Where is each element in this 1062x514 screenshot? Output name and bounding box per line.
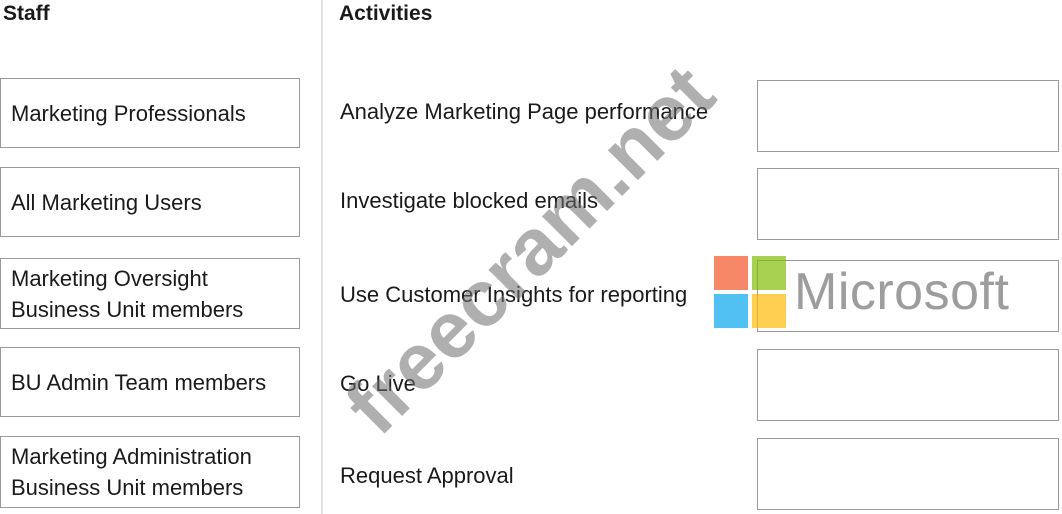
staff-option[interactable]: Marketing Oversight Business Unit member… <box>0 258 300 329</box>
staff-option-label: All Marketing Users <box>11 189 202 215</box>
activities-header: Activities <box>339 2 433 25</box>
microsoft-logo-grid-icon <box>714 256 786 328</box>
activity-label: Analyze Marketing Page performance <box>340 99 709 124</box>
answer-slot[interactable] <box>757 349 1059 421</box>
logo-square-yellow <box>752 294 786 328</box>
logo-square-red <box>714 256 748 290</box>
staff-header: Staff <box>3 2 50 25</box>
answer-slot[interactable] <box>757 168 1059 240</box>
activity-label: Use Customer Insights for reporting <box>340 282 688 307</box>
answer-slot[interactable] <box>757 260 1059 332</box>
staff-option-label: Marketing Professionals <box>11 100 246 126</box>
answer-slot[interactable] <box>757 438 1059 510</box>
activity-label: Request Approval <box>340 463 514 488</box>
activity-label: Go Live <box>340 371 416 396</box>
staff-option[interactable]: All Marketing Users <box>0 167 300 237</box>
logo-square-blue <box>714 294 748 328</box>
microsoft-logo-text: Microsoft <box>794 263 1010 321</box>
staff-option[interactable]: Marketing Professionals <box>0 78 300 148</box>
staff-option[interactable]: BU Admin Team members <box>0 347 300 417</box>
logo-square-green <box>752 256 786 290</box>
answer-slot[interactable] <box>757 80 1059 152</box>
staff-option-label: Marketing Oversight Business Unit member… <box>11 265 244 322</box>
activity-label: Investigate blocked emails <box>340 188 599 213</box>
column-divider <box>321 0 323 514</box>
staff-option-label: BU Admin Team members <box>11 369 267 395</box>
staff-option[interactable]: Marketing Administration Business Unit m… <box>0 436 300 508</box>
microsoft-logo: Microsoft <box>714 256 1009 328</box>
staff-option-label: Marketing Administration Business Unit m… <box>11 444 252 500</box>
